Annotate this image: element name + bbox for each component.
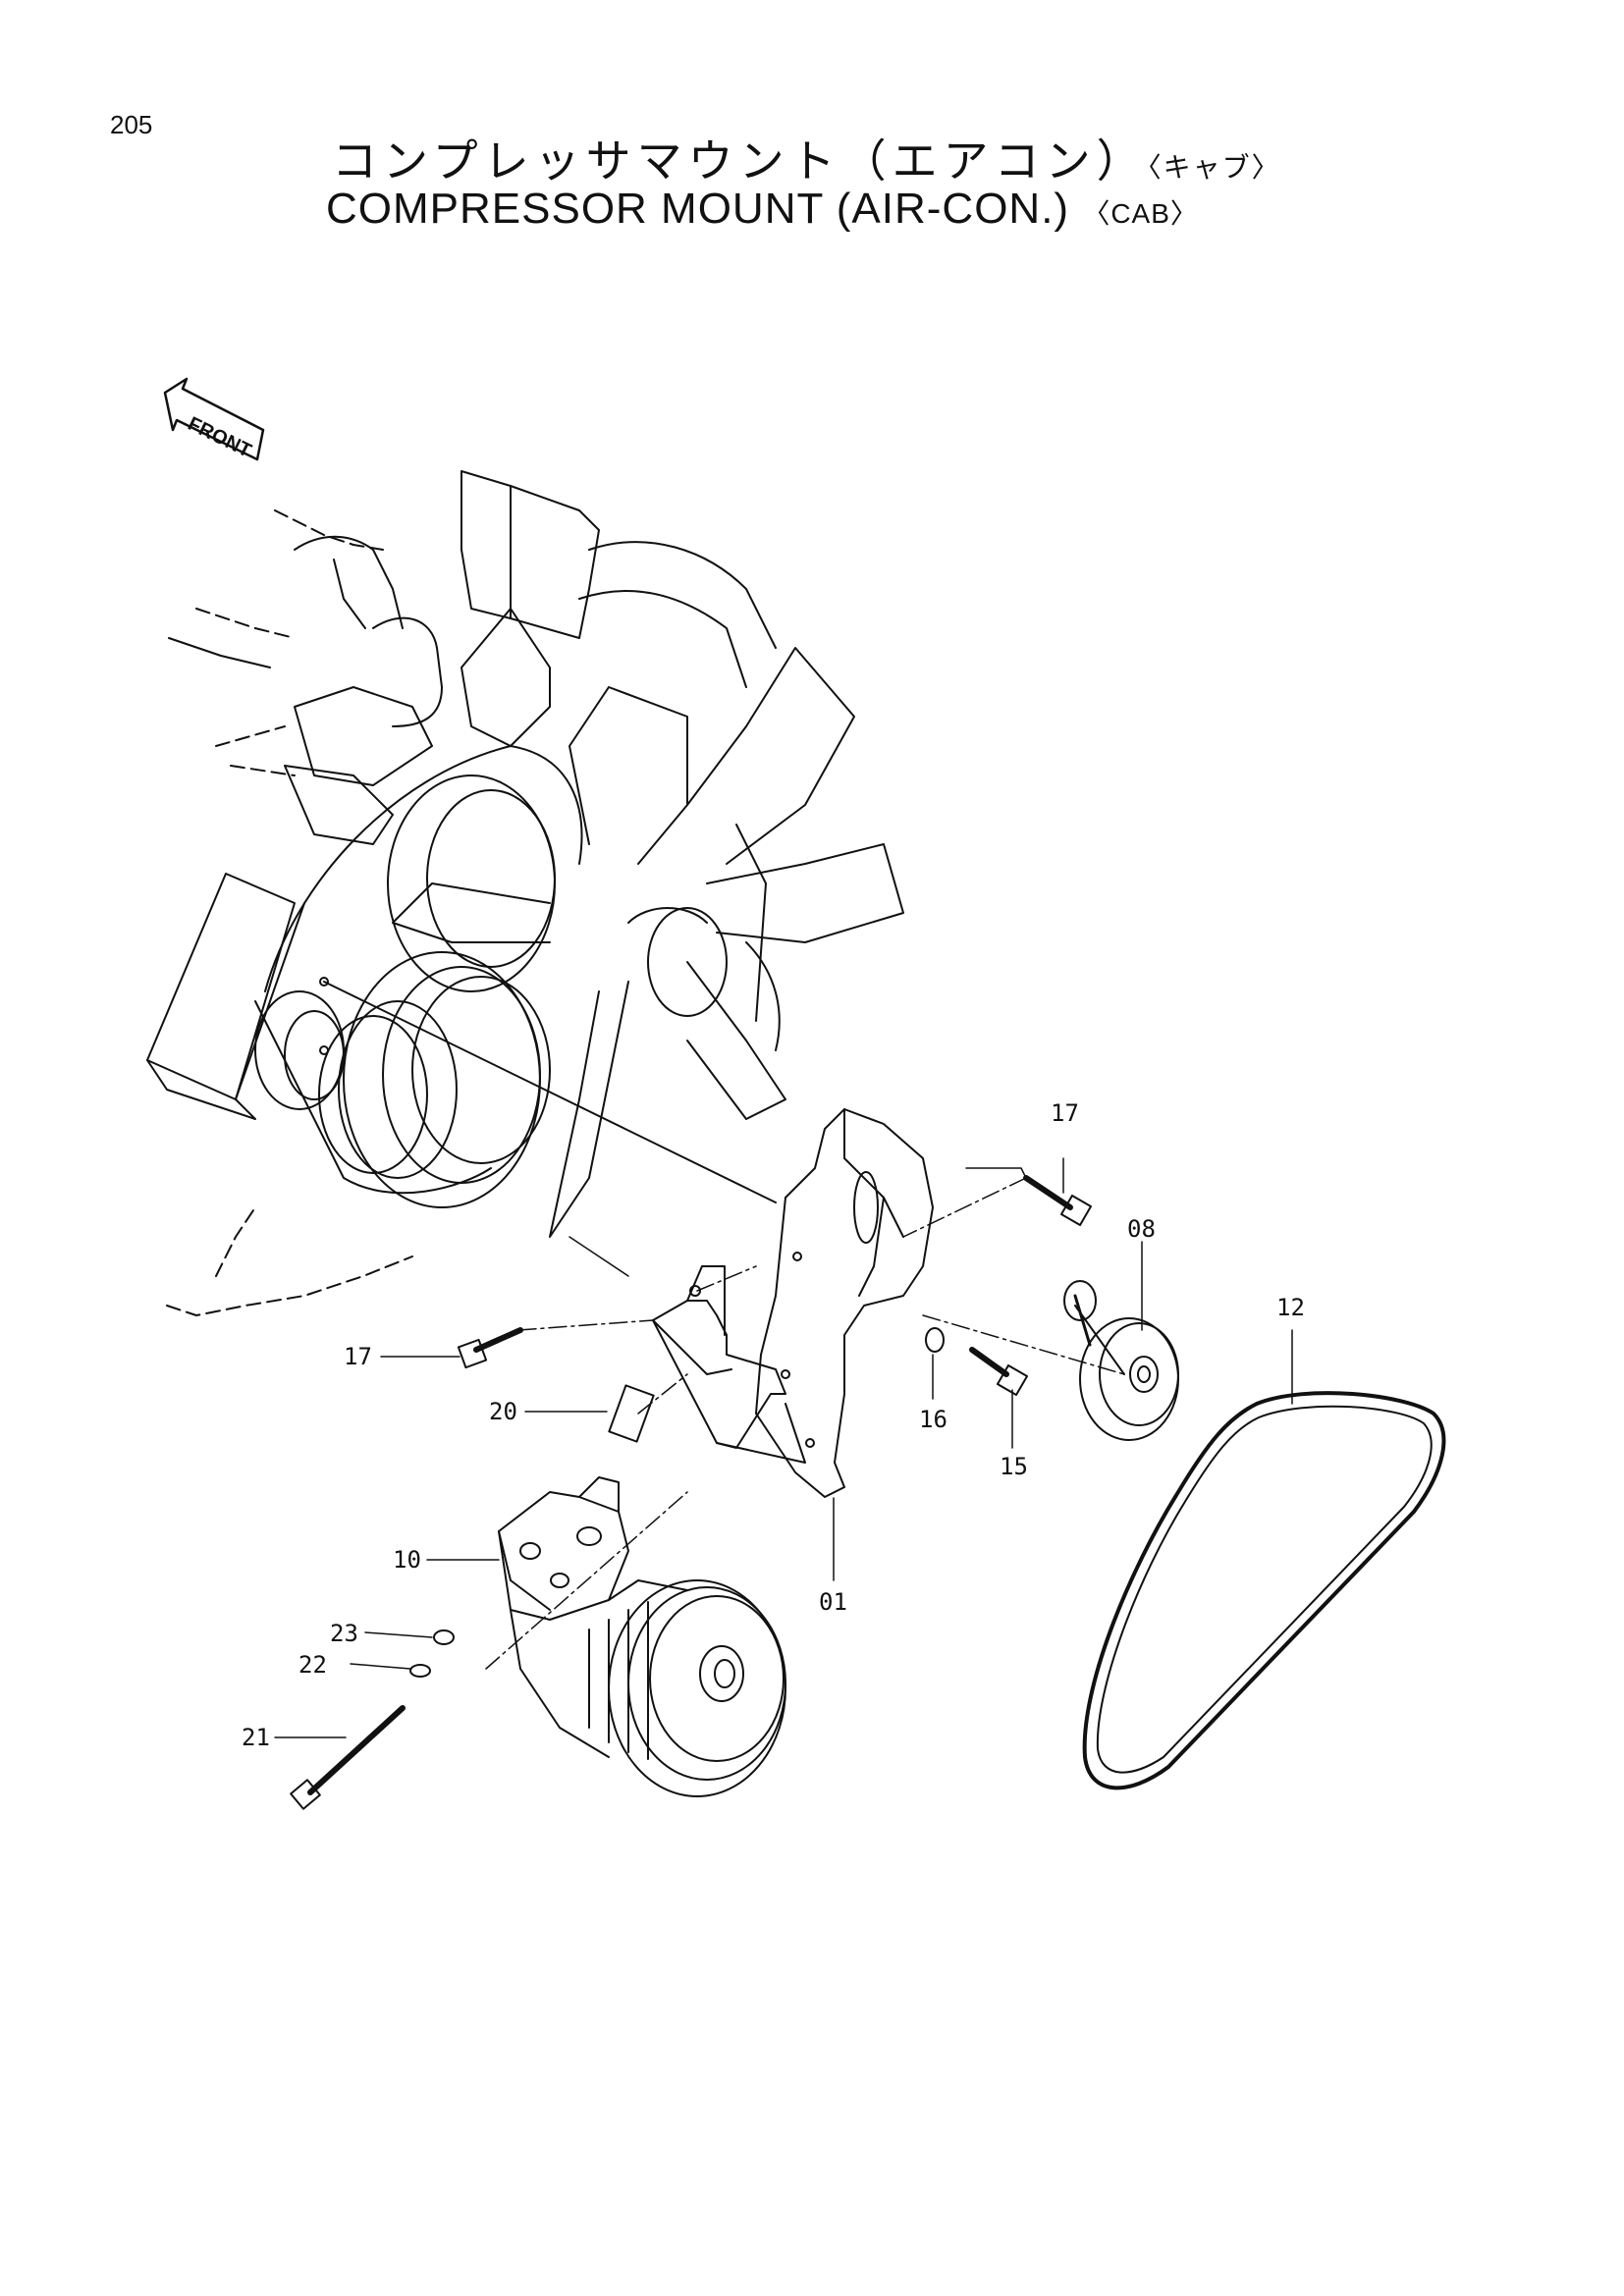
title-english-main: COMPRESSOR MOUNT (AIR-CON.) <box>326 185 1070 233</box>
callout-16: 16 <box>919 1406 947 1433</box>
bolt-21 <box>290 1705 406 1810</box>
callout-17-lower: 17 <box>344 1343 372 1370</box>
engine-assembly <box>146 470 904 1316</box>
v-belt-12 <box>1082 1391 1446 1790</box>
compressor-plate <box>652 1265 806 1464</box>
title-english-suffix: 〈CAB〉 <box>1082 198 1199 229</box>
washer-23 <box>433 1629 455 1645</box>
callout-21: 21 <box>242 1724 270 1751</box>
callout-23: 23 <box>330 1620 358 1647</box>
bolt-17-upper <box>1023 1175 1093 1227</box>
callout-08: 08 <box>1127 1215 1156 1243</box>
page-number: 205 <box>110 110 153 139</box>
front-arrow-icon: FRONT <box>163 377 265 462</box>
idler-pulley-08 <box>1063 1280 1179 1441</box>
title-japanese-main: コンプレッサマウント（エアコン） <box>332 134 1148 187</box>
title-japanese-suffix: 〈キャブ〉 <box>1147 151 1281 184</box>
callout-10: 10 <box>393 1546 421 1574</box>
callout-01: 01 <box>819 1588 847 1616</box>
callout-20: 20 <box>489 1398 517 1425</box>
title-japanese: コンプレッサマウント（エアコン）〈キャブ〉 <box>332 126 1281 190</box>
washer-16 <box>925 1327 945 1353</box>
callout-17-upper: 17 <box>1051 1099 1079 1127</box>
washer-22 <box>409 1664 431 1678</box>
mounting-bracket <box>755 1108 934 1498</box>
collar-20 <box>608 1384 655 1443</box>
callout-15: 15 <box>1000 1453 1028 1480</box>
callout-lines <box>274 1157 1293 1738</box>
callout-22: 22 <box>298 1651 327 1679</box>
callout-12: 12 <box>1276 1294 1305 1321</box>
bolt-15 <box>969 1347 1029 1397</box>
bolt-17-lower <box>457 1327 523 1369</box>
title-english: COMPRESSOR MOUNT (AIR-CON.) 〈CAB〉 <box>326 185 1199 234</box>
leader-lines <box>485 1177 1125 1670</box>
compressor-10 <box>498 1476 786 1797</box>
